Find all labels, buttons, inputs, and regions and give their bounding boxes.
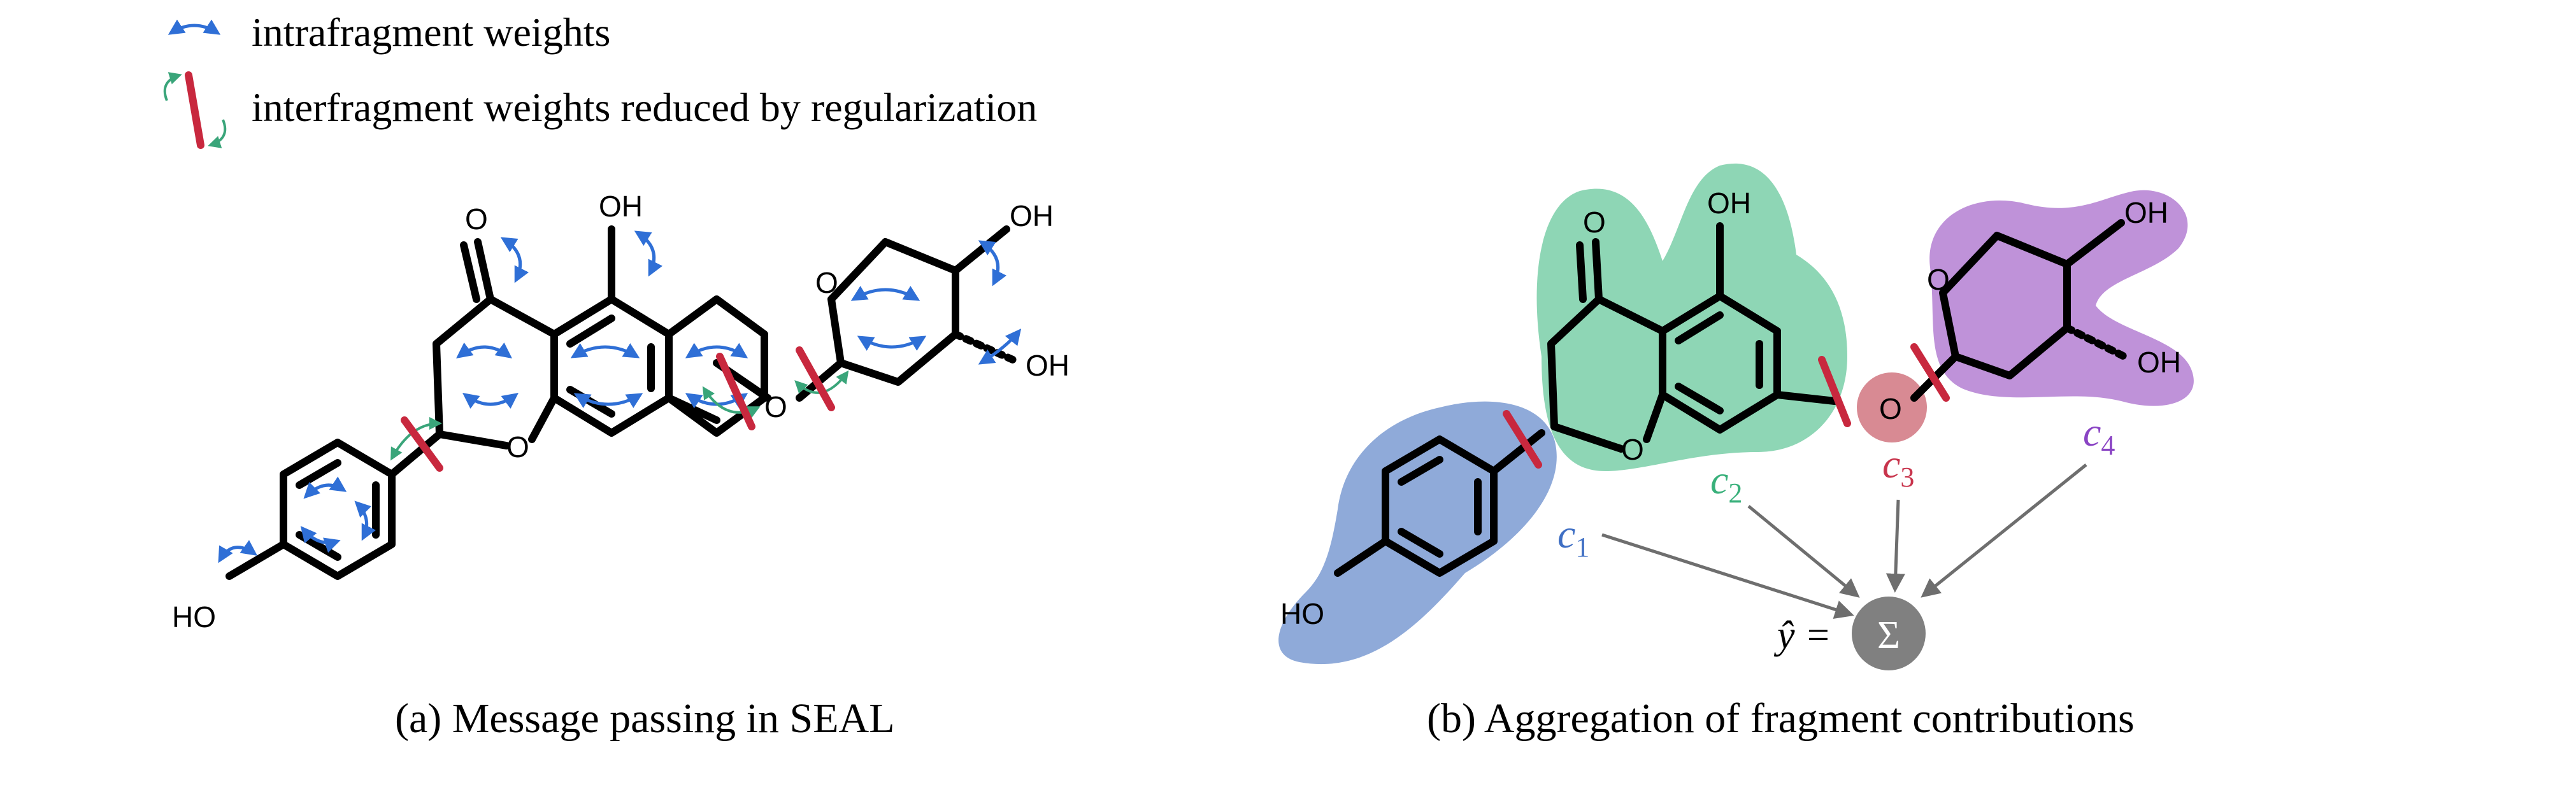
caption-a: (a) Message passing in SEAL xyxy=(395,695,895,742)
intra-arrows-a xyxy=(218,230,1022,563)
atom-oh-lower-a: OH xyxy=(1026,349,1070,382)
atom-o-carbonyl-b: O xyxy=(1583,206,1606,239)
chromanone-ring-b xyxy=(1547,222,1838,453)
atom-oh-upper-b: OH xyxy=(2124,196,2168,229)
panel-b-molecule: HO O OH O O O OH OH xyxy=(1278,163,2194,742)
intra-weight-legend-icon xyxy=(168,19,221,35)
atom-o-oxane-b: O xyxy=(1927,263,1950,296)
fragment-label-c3: c3 xyxy=(1882,441,1914,493)
legend: intrafragment weights interfragment weig… xyxy=(163,10,1037,149)
atom-o-oxane-a: O xyxy=(815,266,838,299)
caption-b: (b) Aggregation of fragment contribution… xyxy=(1427,695,2135,742)
fragment-label-c2: c2 xyxy=(1710,457,1742,509)
sum-symbol: Σ xyxy=(1877,614,1900,657)
atom-oh-top-a: OH xyxy=(599,190,643,223)
fragment-label-c1: c1 xyxy=(1557,511,1589,563)
oxane-ring-b xyxy=(1939,219,2128,379)
atom-oh-top-b: OH xyxy=(1707,187,1751,220)
atom-o-ring-a: O xyxy=(506,430,529,463)
inter-cuts-a xyxy=(390,346,849,472)
yhat-label: ŷ = xyxy=(1773,614,1831,657)
atom-o-carbonyl-a: O xyxy=(465,202,488,236)
aggregation-arrows xyxy=(1601,463,2087,619)
fragment-3-highlight xyxy=(1857,372,1927,442)
atom-ho-a: HO xyxy=(172,600,216,633)
phenol-ring xyxy=(225,430,443,580)
legend-inter-label: interfragment weights reduced by regular… xyxy=(252,85,1037,130)
legend-intra-label: intrafragment weights xyxy=(252,10,610,55)
sum-node: Σ xyxy=(1852,597,1926,670)
chromanone-ring xyxy=(433,225,768,449)
fragment-label-c4: c4 xyxy=(2083,409,2115,461)
atom-ho-b: HO xyxy=(1280,597,1324,630)
atom-o-ring-b: O xyxy=(1621,433,1644,466)
atom-o-ether-b: O xyxy=(1879,392,1902,425)
atom-o-ether-a: O xyxy=(764,390,787,423)
inter-weight-legend-icon xyxy=(163,71,227,149)
panel-a-molecule: HO O OH O O O xyxy=(172,190,1070,742)
atom-oh-upper-a: OH xyxy=(1010,199,1054,232)
atom-oh-lower-b: OH xyxy=(2137,346,2181,379)
phenol-ring-b xyxy=(1334,429,1545,577)
fragment-4-highlight xyxy=(1929,190,2194,406)
inter-cuts-b xyxy=(1503,343,1950,469)
